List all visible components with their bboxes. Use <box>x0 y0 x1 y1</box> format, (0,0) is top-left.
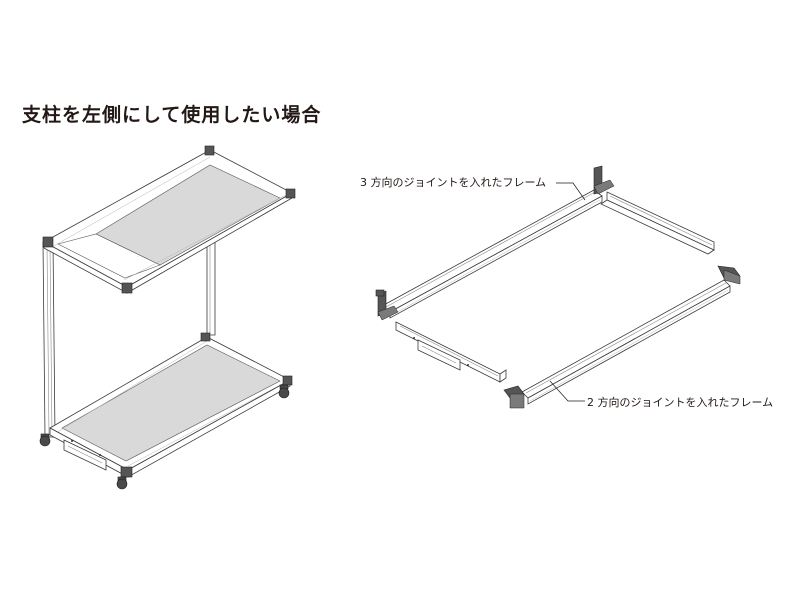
joint-icon <box>200 332 211 342</box>
two-way-joint-icon <box>503 385 525 409</box>
three-way-frame-rail <box>381 189 603 313</box>
caster-icon <box>278 384 290 399</box>
bottom-shelf-panel <box>61 344 281 462</box>
joint-icon <box>121 282 133 294</box>
three-way-frame-label: 3 方向のジョイントを入れたフレーム <box>360 176 547 189</box>
cart-illustration <box>39 145 296 490</box>
callout-leader <box>549 380 585 402</box>
joint-icon <box>204 145 215 156</box>
callout-leader <box>556 182 586 201</box>
three-way-joint-icon <box>593 165 615 195</box>
two-way-joint-icon <box>717 265 741 285</box>
two-way-frame-label: 2 方向のジョイントを入れたフレーム <box>587 396 774 409</box>
caster-icon <box>116 476 128 490</box>
side-rail <box>606 191 715 251</box>
three-way-joint-icon <box>375 289 399 321</box>
drawer-handle <box>417 339 461 371</box>
joint-icon <box>120 466 133 478</box>
joint-icon <box>282 375 293 386</box>
rear-post <box>206 239 216 336</box>
page-title: 支柱を左側にして使用したい場合 <box>22 104 322 126</box>
joint-icon <box>42 236 54 248</box>
drawer-handle <box>63 439 107 471</box>
joint-icon <box>285 188 296 199</box>
caster-icon <box>39 433 51 447</box>
frame-illustration <box>375 165 741 409</box>
side-rail <box>395 321 501 383</box>
